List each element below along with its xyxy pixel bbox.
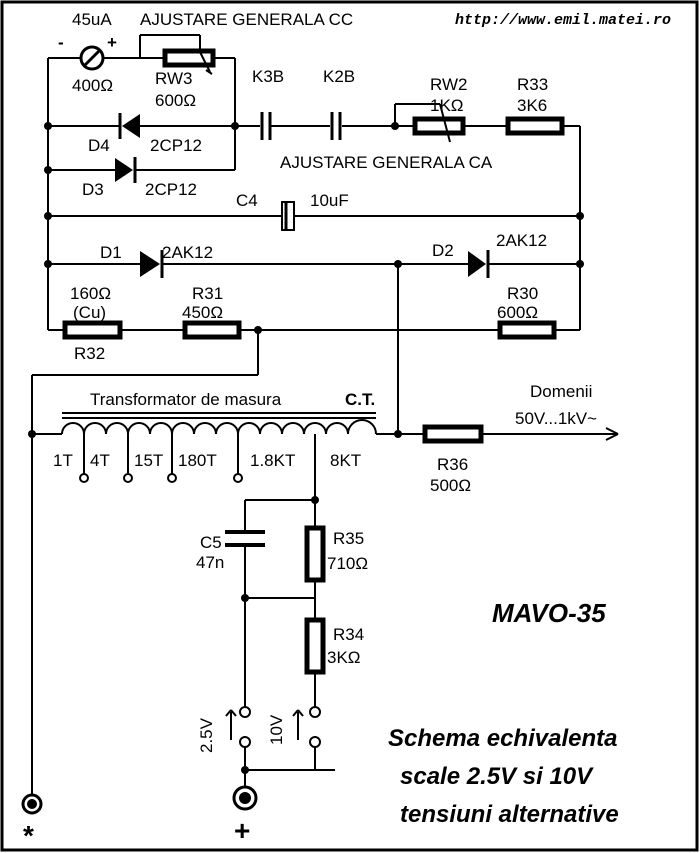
meter-plus-label: + xyxy=(107,33,117,52)
c4-value: 10uF xyxy=(310,191,349,210)
domains-title: Domenii xyxy=(530,382,592,401)
switch-2-5v-label: 2.5V xyxy=(197,717,216,753)
switch-10v xyxy=(292,706,321,748)
r34-value: 3KΩ xyxy=(327,648,361,667)
r36-resistor xyxy=(422,424,484,444)
rw3-name: RW3 xyxy=(155,69,192,88)
transformer-winding xyxy=(61,419,377,435)
model-label: MAVO-35 xyxy=(492,598,606,628)
terminal-star-label: * xyxy=(23,820,34,851)
d1-diode xyxy=(140,250,164,278)
r34-name: R34 xyxy=(333,625,364,644)
caption-line-2: scale 2.5V si 10V xyxy=(400,763,594,790)
r36-name: R36 xyxy=(437,455,468,474)
d3-value: 2CP12 xyxy=(145,180,197,199)
caption-line-1: Schema echivalenta xyxy=(388,725,617,752)
meter-current-label: 45uA xyxy=(72,10,112,29)
domains-range: 50V...1kV~ xyxy=(515,409,597,428)
r32-note: (Cu) xyxy=(73,303,106,322)
d4-diode xyxy=(118,113,140,139)
terminal-plus-label: + xyxy=(234,815,250,846)
d4-value: 2CP12 xyxy=(150,136,202,155)
switch-10v-label: 10V xyxy=(267,714,286,745)
transformer-core xyxy=(62,412,376,419)
r32-resistor xyxy=(62,320,123,340)
r35-resistor xyxy=(304,525,326,583)
tap-4t: 4T xyxy=(90,451,110,470)
rw2-value: 1KΩ xyxy=(430,96,464,115)
r31-name: R31 xyxy=(192,284,223,303)
k2b-contact xyxy=(330,112,342,140)
transformer-label: Transformator de masura xyxy=(90,390,282,409)
wires xyxy=(31,34,619,798)
url-text: http://www.emil.matei.ro xyxy=(455,12,671,29)
meter-resistance-label: 400Ω xyxy=(72,76,113,95)
tap-1t: 1T xyxy=(53,451,73,470)
r30-value: 600Ω xyxy=(497,303,538,322)
tap-15t: 15T xyxy=(134,451,163,470)
d2-diode xyxy=(468,250,490,278)
switch-2-5v xyxy=(225,706,251,748)
transformer-taps xyxy=(79,434,243,483)
terminal-star xyxy=(21,793,43,815)
c5-name: C5 xyxy=(200,533,222,552)
r34-resistor xyxy=(304,617,326,675)
rw2-potentiometer xyxy=(412,103,466,143)
c5-value: 47n xyxy=(196,553,224,572)
k2b-label: K2B xyxy=(323,67,355,86)
tap-180t: 180T xyxy=(178,451,217,470)
d1-value: 2AK12 xyxy=(162,243,213,262)
r32-value: 160Ω xyxy=(70,284,111,303)
junction-dots xyxy=(28,122,584,774)
r31-resistor xyxy=(182,320,242,340)
r33-name: R33 xyxy=(517,75,548,94)
r30-name: R30 xyxy=(507,284,538,303)
r35-value: 710Ω xyxy=(327,554,368,573)
d2-value: 2AK12 xyxy=(496,231,547,250)
r33-resistor xyxy=(505,116,565,136)
rw3-value: 600Ω xyxy=(155,91,196,110)
adjust-ac-label: AJUSTARE GENERALA CA xyxy=(280,153,493,172)
c4-name: C4 xyxy=(236,191,258,210)
tap-8kt: 8KT xyxy=(330,451,361,470)
tap-1-8kt: 1.8KT xyxy=(250,451,295,470)
d4-name: D4 xyxy=(88,136,110,155)
r36-value: 500Ω xyxy=(430,476,471,495)
adjust-dc-label: AJUSTARE GENERALA CC xyxy=(140,10,353,29)
terminal-plus xyxy=(232,785,258,811)
rw2-name: RW2 xyxy=(430,75,467,94)
k3b-label: K3B xyxy=(252,67,284,86)
d2-name: D2 xyxy=(432,241,454,260)
c4-capacitor xyxy=(281,201,295,231)
r33-value: 3K6 xyxy=(517,96,547,115)
r32-name: R32 xyxy=(74,344,105,363)
transformer-ct-label: C.T. xyxy=(345,390,375,409)
d3-name: D3 xyxy=(82,180,104,199)
rw3-potentiometer xyxy=(162,48,216,75)
d1-name: D1 xyxy=(100,243,122,262)
r31-value: 450Ω xyxy=(182,303,223,322)
meter-symbol xyxy=(79,45,105,71)
caption-line-3: tensiuni alternative xyxy=(400,801,619,828)
r35-name: R35 xyxy=(333,529,364,548)
k3b-contact xyxy=(260,112,272,140)
c5-capacitor xyxy=(225,530,265,547)
d3-diode xyxy=(115,157,137,183)
meter-minus-label: - xyxy=(58,33,64,52)
r30-resistor xyxy=(497,320,557,340)
